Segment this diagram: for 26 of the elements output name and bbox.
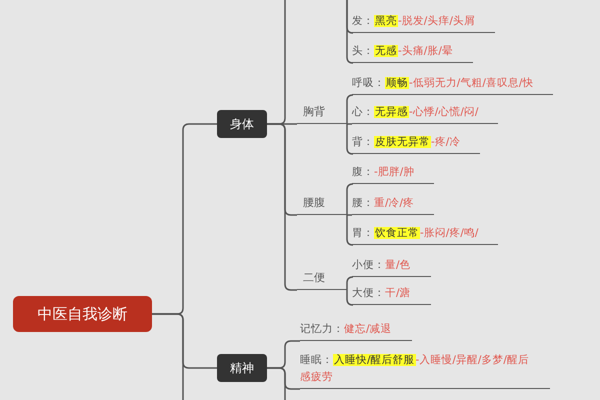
leaf-topic: 头：无感-头痛/胀/晕	[352, 43, 473, 63]
leaf-topic: 小便：量/色	[352, 257, 431, 277]
connector-line	[347, 123, 352, 125]
leaf-topic: 发：黑亮-脱发/头痒/头屑	[352, 13, 495, 33]
leaf-topic: 呼吸：顺畅-低弱无力/气粗/喜叹息/快	[352, 75, 554, 95]
connector-line	[346, 0, 354, 64]
connector-line	[346, 183, 354, 215]
connector-line	[267, 367, 286, 400]
main-topic: 精神	[217, 354, 267, 382]
leaf-topic: 腰：重/冷/疼	[352, 195, 434, 215]
leaf-topic: 背：皮肤无异常-疼/冷	[352, 134, 480, 154]
leaf-topic: 胃：饮食正常-胀闷/疼/鸣/	[352, 225, 498, 245]
central-topic: 中医自我诊断	[13, 296, 152, 332]
subtopic: 胸背	[297, 104, 347, 124]
leaf-topic: 腹：-肥胖/肿	[352, 164, 434, 184]
leaf-topic: 心：无异感-心悸/心慌/闷/	[352, 104, 498, 124]
leaf-topic: 睡眠：入睡快/醒后舒服-入睡慢/异醒/多梦/醒后感疲劳	[300, 352, 550, 389]
connector-line	[347, 214, 352, 216]
connector-line	[346, 276, 354, 290]
connector-line	[152, 313, 184, 400]
subtopic: 腰腹	[297, 195, 347, 215]
leaf-topic: 大便：干/溏	[352, 285, 431, 305]
main-topic: 身体	[217, 110, 267, 138]
leaf-topic: 记忆力：健忘/减退	[300, 321, 412, 341]
subtopic: 二便	[297, 270, 347, 290]
connector-line	[346, 290, 354, 306]
